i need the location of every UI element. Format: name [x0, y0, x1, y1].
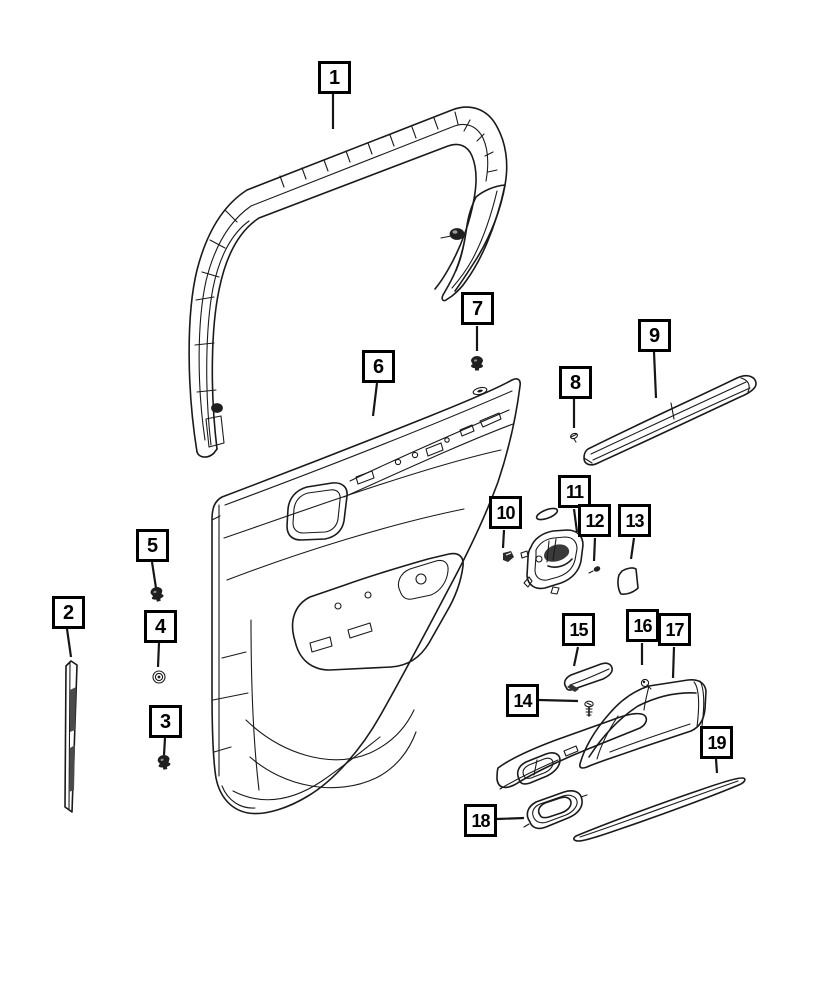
callout-14[interactable]: 14 [506, 684, 539, 717]
part-belt-molding [583, 375, 757, 466]
part-applique-strip [64, 660, 78, 813]
part-cap-13 [617, 567, 639, 595]
callout-12[interactable]: 12 [578, 504, 611, 537]
callout-10-label: 10 [496, 502, 515, 523]
callout-13[interactable]: 13 [618, 504, 651, 537]
part-window-opening-molding [188, 106, 508, 458]
callout-5[interactable]: 5 [136, 529, 169, 562]
callout-16[interactable]: 16 [626, 609, 659, 642]
callout-10[interactable]: 10 [489, 496, 522, 529]
callout-4-label: 4 [154, 615, 167, 638]
part-trim-strip-19 [573, 777, 746, 842]
part-pushpin-clip-7 [471, 356, 483, 371]
part-pushpin-clip-5 [149, 585, 165, 603]
callout-8[interactable]: 8 [559, 366, 592, 399]
callout-6-label: 6 [372, 355, 385, 378]
callout-3-label: 3 [159, 710, 172, 733]
callout-1-label: 1 [328, 66, 341, 89]
callout-6[interactable]: 6 [362, 350, 395, 383]
callout-7-label: 7 [471, 297, 484, 320]
callout-9-label: 9 [648, 324, 661, 347]
part-screw-14 [584, 700, 594, 717]
part-door-trim-panel [211, 378, 521, 815]
callout-2[interactable]: 2 [52, 596, 85, 629]
callout-9[interactable]: 9 [638, 319, 671, 352]
callout-13-label: 13 [625, 510, 644, 531]
callout-15[interactable]: 15 [562, 613, 595, 646]
part-pushpin-clip-3 [156, 754, 172, 771]
part-handle-bezel [520, 507, 584, 595]
callout-16-label: 16 [633, 615, 652, 636]
callout-4[interactable]: 4 [144, 610, 177, 643]
part-screw-12 [588, 566, 601, 574]
callout-18[interactable]: 18 [464, 804, 497, 837]
leader-lines [65, 94, 719, 821]
callout-5-label: 5 [146, 534, 159, 557]
callout-17-label: 17 [665, 619, 684, 640]
callout-7[interactable]: 7 [461, 292, 494, 325]
callout-12-label: 12 [585, 510, 604, 531]
callout-11-label: 11 [565, 481, 584, 502]
callout-19-label: 19 [707, 732, 726, 753]
part-screw-8 [569, 432, 579, 443]
callout-18-label: 18 [471, 810, 490, 831]
callout-15-label: 15 [569, 619, 588, 640]
part-clip-10 [503, 551, 514, 562]
callout-17[interactable]: 17 [658, 613, 691, 646]
callout-8-label: 8 [569, 371, 582, 394]
callout-11[interactable]: 11 [558, 475, 591, 508]
part-switch-bezel [523, 790, 588, 830]
part-clip-16 [640, 678, 652, 690]
part-switch-plate [496, 712, 648, 790]
callout-19[interactable]: 19 [700, 726, 733, 759]
part-grommet [152, 670, 166, 684]
callout-2-label: 2 [62, 601, 75, 624]
part-trim-strip-15 [563, 662, 613, 692]
callout-14-label: 14 [513, 690, 532, 711]
callout-1[interactable]: 1 [318, 61, 351, 94]
part-armrest [579, 679, 707, 769]
callout-3[interactable]: 3 [149, 705, 182, 738]
